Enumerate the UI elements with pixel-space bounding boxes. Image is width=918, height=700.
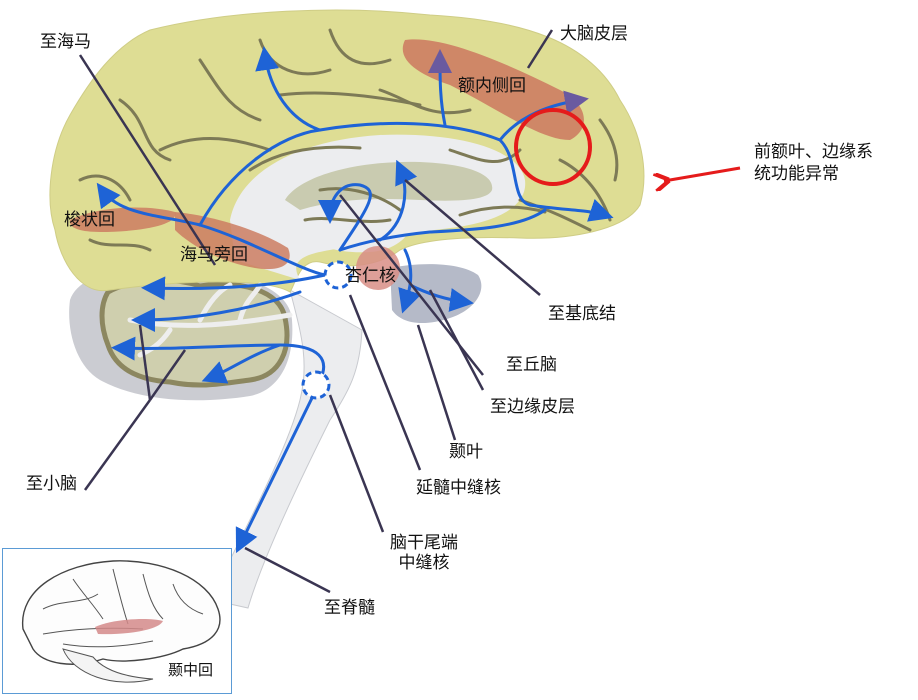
- label-to-thalamus: 至丘脑: [506, 355, 557, 375]
- label-medullary-raphe: 延髓中缝核: [416, 478, 501, 498]
- label-caudal-raphe-line2: 中缝核: [398, 553, 450, 573]
- annotation-line2: 统功能异常: [754, 164, 839, 184]
- label-caudal-raphe-line1: 脑干尾端: [390, 533, 458, 553]
- cerebellum: [99, 277, 290, 388]
- label-to-limbic-cortex: 至边缘皮层: [490, 397, 575, 417]
- lateral-brain-inset: [2, 548, 232, 694]
- raphe-nucleus-caudal: [301, 370, 331, 400]
- lateral-brain-drawing: [22, 560, 221, 683]
- alert-arrow: [664, 166, 741, 181]
- label-fusiform-gyrus: 梭状回: [64, 210, 115, 230]
- annotation-line1: 前额叶、边缘系: [754, 142, 873, 162]
- label-medial-frontal-gyrus: 额内侧回: [458, 76, 526, 96]
- label-to-hippocampus: 至海马: [40, 32, 91, 52]
- label-temporal-lobe: 颞叶: [449, 442, 483, 462]
- label-parahippocampal-gyrus: 海马旁回: [180, 245, 248, 265]
- label-caudal-raphe: 脑干尾端 中缝核: [384, 533, 464, 573]
- label-to-cerebellum: 至小脑: [26, 474, 77, 494]
- middle-temporal-gyrus-highlight: [95, 619, 163, 635]
- serotonin-pathways: [96, 46, 614, 554]
- label-amygdala: 杏仁核: [345, 266, 396, 286]
- label-middle-temporal-gyrus: 颞中回: [168, 661, 214, 679]
- label-to-basal-ganglia: 至基底结: [548, 304, 616, 324]
- leader-lines: [78, 29, 554, 594]
- raphe-nucleus-rostral: [323, 260, 353, 290]
- corpus-callosum: [285, 161, 493, 210]
- label-to-spinal-cord: 至脊髓: [324, 598, 375, 618]
- alert-circle: [514, 108, 592, 186]
- label-cerebral-cortex: 大脑皮层: [560, 24, 628, 44]
